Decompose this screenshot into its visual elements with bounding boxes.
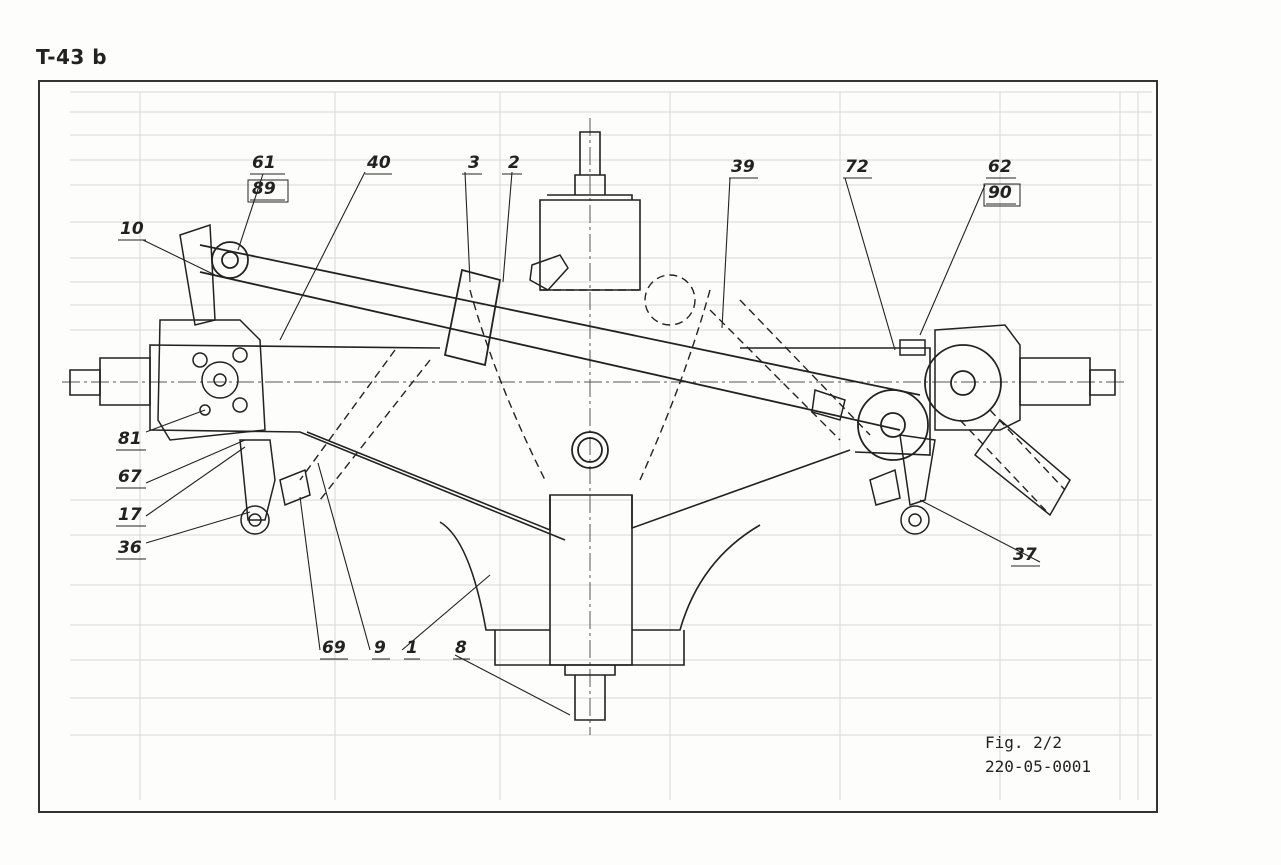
callout-81: 81 [118,429,142,449]
callout-3: 3 [468,153,480,173]
callout-2: 2 [508,153,520,173]
figure-number: 220-05-0001 [985,757,1091,776]
center-lines [62,118,1128,735]
callout-62: 62 [988,157,1012,177]
callout-underlines [116,173,1040,660]
callout-boxes [247,179,1021,207]
right-knuckle [529,254,1071,535]
left-knuckle [157,223,311,535]
callout-89: 89 [252,179,276,199]
callout-72: 72 [845,157,869,177]
tie-rod [199,241,1002,469]
callout-8: 8 [455,638,467,658]
callout-67: 67 [118,467,142,487]
callout-1: 1 [406,638,418,658]
callout-40: 40 [366,153,391,173]
callout-labels: 61 89 40 3 2 39 72 62 90 10 81 67 17 36 … [118,153,1037,658]
drawing-frame [38,80,1158,813]
callout-69: 69 [322,638,346,658]
callout-39: 39 [731,157,755,177]
figure-label: Fig. 2/2 [985,733,1063,752]
axle-body [69,131,1116,721]
callout-36: 36 [118,538,142,558]
ghost-table-grid [70,91,1152,800]
leader-lines [142,171,1041,716]
callout-61: 61 [252,153,276,173]
callout-10: 10 [120,219,144,239]
callout-37: 37 [1013,545,1037,565]
callout-90: 90 [988,183,1012,203]
callout-17: 17 [118,505,142,525]
hidden-outline [299,274,1066,516]
callout-9: 9 [374,638,386,658]
document-code: T-43 b [36,45,108,69]
